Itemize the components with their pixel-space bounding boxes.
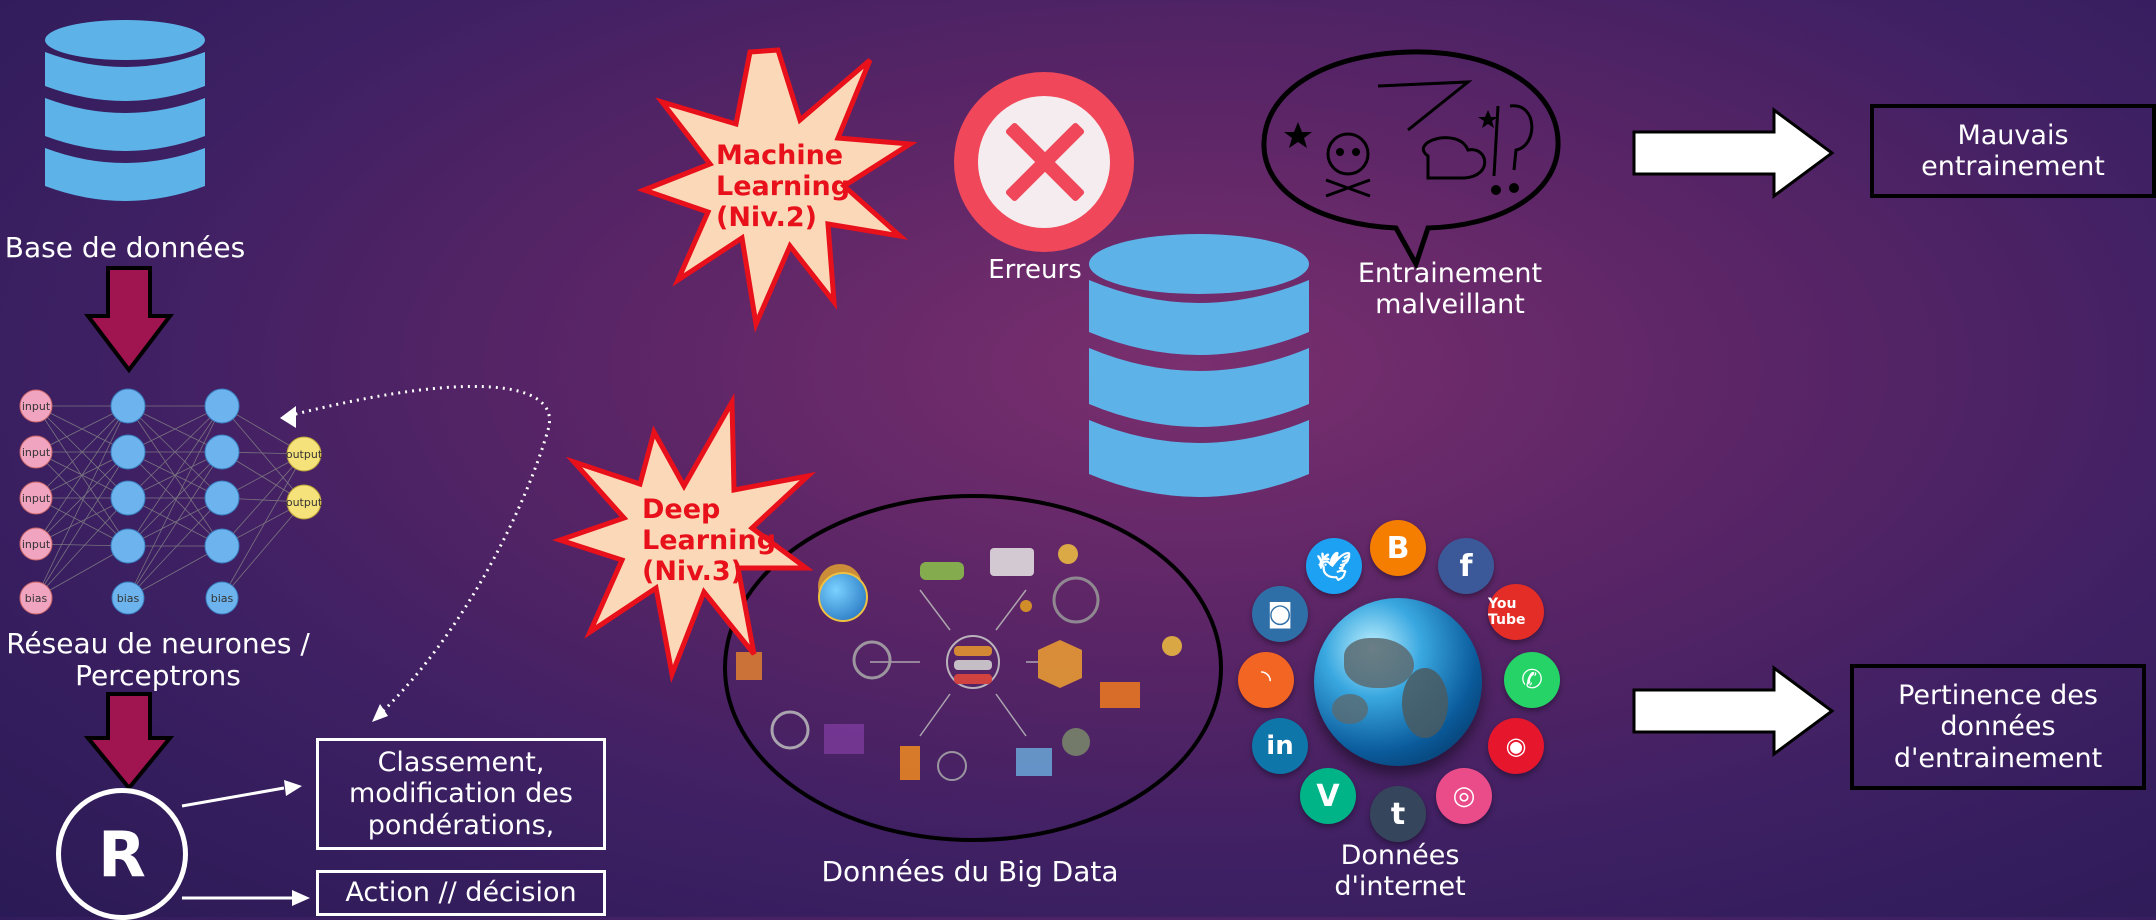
svg-text:bias: bias bbox=[117, 592, 140, 605]
arrow-right-top bbox=[1632, 107, 1835, 199]
svg-text:input: input bbox=[22, 492, 51, 505]
youtube-icon: You Tube bbox=[1488, 584, 1544, 640]
result-letter: R bbox=[98, 817, 146, 891]
linkedin-icon: in bbox=[1252, 718, 1308, 774]
arrow-down-2 bbox=[83, 692, 175, 792]
database-icon-center bbox=[1089, 234, 1309, 497]
big-data-ellipse bbox=[723, 494, 1223, 842]
machine-learning-burst bbox=[636, 47, 918, 333]
internet-data-label: Données d'internet bbox=[1334, 840, 1466, 903]
deep-learning-text: Deep Learning (Niv.3) bbox=[642, 494, 777, 588]
facebook-icon: f bbox=[1438, 538, 1494, 594]
machine-learning-text: Machine Learning (Niv.2) bbox=[716, 140, 851, 234]
neural-network-diagram: input input input input bias bias bias output… bbox=[19, 388, 323, 615]
big-data-label: Données du Big Data bbox=[821, 855, 1119, 888]
svg-text:input: input bbox=[22, 400, 51, 413]
blogger-icon: B bbox=[1370, 520, 1426, 576]
feedback-dotted-arrow bbox=[280, 384, 551, 722]
twitter-icon: 🕊 bbox=[1306, 538, 1362, 594]
malicious-speech-bubble-icon bbox=[1261, 49, 1561, 271]
network-label: Réseau de neurones / Perceptrons bbox=[6, 627, 310, 693]
output-box-action: Action // décision bbox=[316, 870, 606, 916]
dribbble-icon: ◎ bbox=[1436, 768, 1492, 824]
result-arrows bbox=[181, 780, 310, 906]
arrow-right-bottom bbox=[1632, 665, 1835, 757]
result-box-relevance: Pertinence des données d'entrainement bbox=[1850, 664, 2146, 790]
svg-text:input: input bbox=[22, 446, 51, 459]
rss-icon: ◝ bbox=[1238, 652, 1294, 708]
instagram-icon: ◙ bbox=[1252, 586, 1308, 642]
result-box-bad-training: Mauvais entrainement bbox=[1870, 104, 2156, 198]
weibo-icon: ◉ bbox=[1488, 718, 1544, 774]
output-box-classification: Classement, modification des pondération… bbox=[316, 738, 606, 850]
globe-icon bbox=[1314, 598, 1482, 766]
tumblr-icon: t bbox=[1370, 786, 1426, 842]
arrow-down-1 bbox=[83, 266, 175, 374]
globe-small-icon bbox=[818, 572, 868, 622]
result-circle: R bbox=[56, 788, 188, 920]
svg-text:bias: bias bbox=[25, 592, 48, 605]
svg-text:output: output bbox=[286, 448, 323, 461]
database-label: Base de données bbox=[4, 231, 246, 264]
malicious-training-label: Entrainement malveillant bbox=[1357, 258, 1543, 321]
svg-text:bias: bias bbox=[211, 592, 234, 605]
errors-label: Erreurs bbox=[988, 255, 1082, 285]
database-icon-left bbox=[45, 20, 205, 201]
whatsapp-icon: ✆ bbox=[1504, 652, 1560, 708]
error-x-icon bbox=[954, 72, 1134, 252]
svg-text:output: output bbox=[286, 496, 323, 509]
svg-text:input: input bbox=[22, 538, 51, 551]
vine-icon: V bbox=[1300, 768, 1356, 824]
deep-learning-burst bbox=[552, 392, 817, 684]
